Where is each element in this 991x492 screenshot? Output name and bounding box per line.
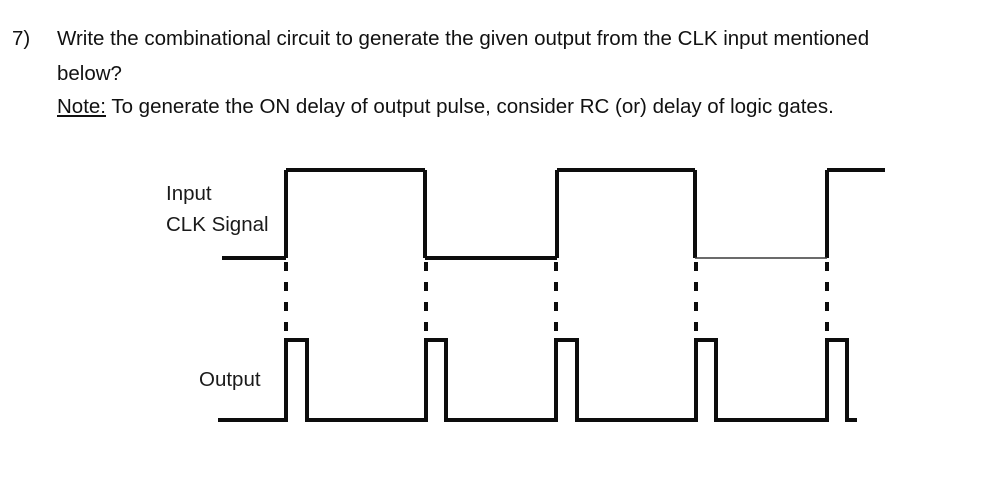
input-clk-trace: [222, 168, 885, 260]
question-number: 7): [12, 27, 31, 50]
timing-diagram: Input CLK Signal Output: [0, 140, 991, 460]
timing-diagram-svg: Input CLK Signal Output: [166, 168, 885, 422]
input-label-line2: CLK Signal: [166, 213, 269, 236]
question-note-line: Note: To generate the ON delay of output…: [57, 95, 834, 118]
edge-dashed-connectors: [284, 262, 829, 337]
input-label-line1: Input: [166, 182, 212, 205]
output-trace: [218, 338, 857, 422]
input-clk-waveform: [222, 168, 885, 260]
output-label: Output: [199, 368, 261, 391]
note-text: To generate the ON delay of output pulse…: [106, 95, 834, 118]
question-text-line-1: Write the combinational circuit to gener…: [57, 27, 870, 50]
output-waveform: [218, 338, 857, 422]
question-text-line-2: below?: [57, 62, 122, 85]
note-label: Note:: [57, 95, 106, 118]
